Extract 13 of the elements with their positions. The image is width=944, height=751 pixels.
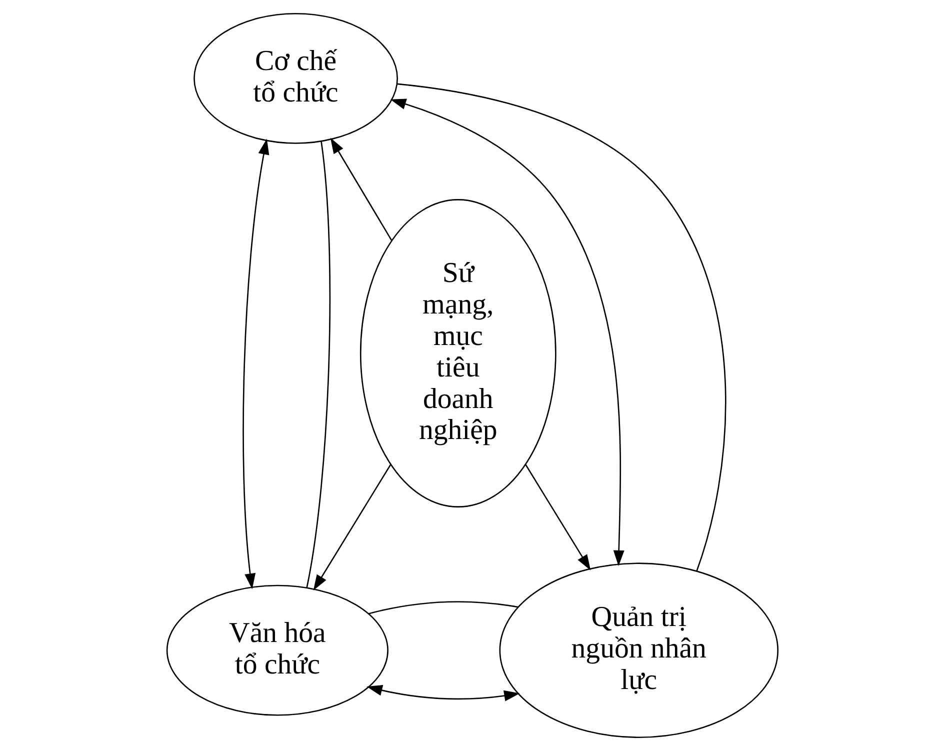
node-ellipse: Quản trị nguồn nhân lực xyxy=(498,562,778,738)
arrow xyxy=(366,684,520,702)
arrow xyxy=(242,138,269,590)
arrow xyxy=(390,98,624,566)
connector xyxy=(368,601,518,614)
arrow xyxy=(330,138,392,241)
arrow xyxy=(312,464,391,591)
connector xyxy=(396,83,726,572)
arrow xyxy=(524,464,590,570)
node-ellipse: Văn hóa tổ chức xyxy=(166,584,388,716)
connector xyxy=(306,141,330,588)
node-ellipse: Cơ chế tổ chức xyxy=(193,12,398,144)
node-ellipse: Sứ mạng, mục tiêu doanh nghiệp xyxy=(359,199,556,508)
